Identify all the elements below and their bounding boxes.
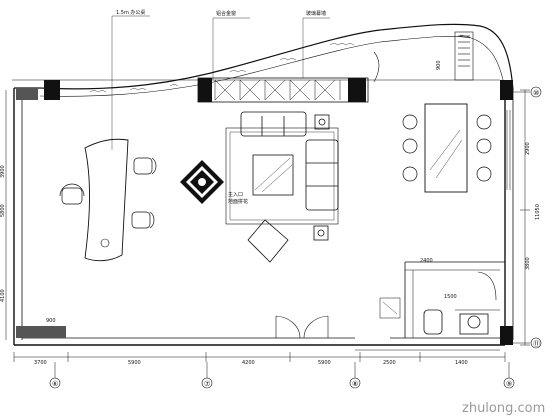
entrance-doors: [275, 315, 329, 339]
watermark-text: zhulong.com: [462, 401, 545, 416]
top-note: 玻璃幕墙: [306, 10, 326, 17]
dim-bottom-2: 4200: [242, 360, 255, 366]
grid-axes: [54, 91, 530, 378]
dim-bottom-0: 3700: [34, 360, 47, 366]
corner-hatches: [16, 88, 66, 338]
dim-room-b: 1500: [444, 294, 457, 300]
axis-label-5: ⑪: [533, 340, 540, 348]
dim-bottom-4: 2500: [383, 360, 396, 366]
door-swing-top: [373, 51, 380, 83]
right-window: [506, 110, 511, 190]
office-chairs: [59, 157, 157, 229]
dim-bottom-5: 1400: [455, 360, 468, 366]
axis-label-4: ⑩: [533, 89, 539, 97]
axis-label-3: ⑨: [506, 380, 512, 388]
restroom: [379, 261, 505, 338]
dim-room-a: 2400: [420, 258, 433, 264]
axis-label-0: ⑥: [52, 380, 58, 388]
window-band: [197, 77, 369, 103]
axis-bubbles: [49, 86, 542, 389]
dimension-lines: [5, 89, 530, 362]
window-note: 铝合金窗: [216, 10, 236, 17]
dim-inset: 900: [46, 318, 56, 324]
center-note: 主入口: [228, 191, 243, 198]
meeting-chairs: [402, 114, 492, 182]
meeting-table: [424, 103, 468, 193]
dim-bottom-3: 5900: [318, 360, 331, 366]
dim-left-a: 3900: [0, 165, 6, 178]
office-desk: [84, 138, 129, 262]
dim-right-c: 11050: [535, 204, 541, 220]
sofa-set: [225, 111, 339, 263]
dim-right-a: 2900: [525, 142, 531, 155]
center-note-2: 地面拼花: [228, 198, 248, 205]
dim-left-c: 4100: [0, 289, 6, 302]
dim-top-shelf: 900: [436, 60, 442, 70]
axis-label-2: ⑧: [352, 380, 358, 388]
axis-label-1: ⑦: [204, 380, 210, 388]
dim-bottom-1: 5900: [128, 360, 141, 366]
desk-note: 1.5m 办公桌: [116, 9, 145, 16]
dim-left-b: 5800: [0, 204, 6, 217]
curved-facade: [39, 23, 514, 97]
columns: [44, 78, 513, 345]
outer-walls: [12, 79, 514, 346]
leader-lines: [111, 15, 330, 150]
top-right-shelf: [454, 31, 474, 81]
floor-medallion: [180, 160, 224, 204]
dim-right-b: 3800: [525, 257, 531, 270]
